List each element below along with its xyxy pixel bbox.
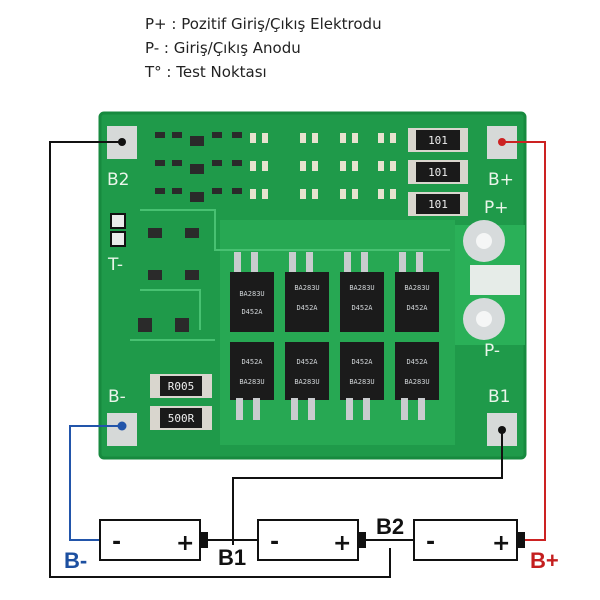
mosfet-top-1-label: BA283U: [239, 290, 264, 298]
node-dot-b-minus: [117, 421, 127, 431]
label-pad-t-minus: T-: [107, 255, 123, 275]
battery-cell-3: - +: [413, 519, 525, 561]
mosfet-top-4: BA283U D452A: [395, 252, 439, 332]
mosfet-bottom-2-sub: D452A: [296, 358, 318, 366]
battery-cell-2-plus: +: [333, 531, 351, 556]
battery-cell-2: - +: [257, 519, 366, 561]
mosfet-bottom-4-label: BA283U: [404, 378, 429, 386]
mosfet-bottom-3-label: BA283U: [349, 378, 374, 386]
shunt-resistor-1: 101: [408, 128, 468, 152]
battery-cell-1: - +: [99, 519, 208, 561]
mosfet-bottom-row: D452A BA283U D452A BA283U D452A BA283U D…: [230, 342, 439, 420]
battery-cell-3-plus: +: [492, 531, 510, 556]
mosfet-top-2-label: BA283U: [294, 284, 319, 292]
battery-cell-2-minus: -: [270, 530, 279, 555]
battery-cell-1-minus: -: [112, 530, 121, 555]
trace-top: [140, 209, 450, 251]
copper-exposed-strip: [470, 265, 520, 295]
mosfet-bottom-3: D452A BA283U: [340, 342, 384, 420]
shunt-resistor-1-label: 101: [428, 134, 448, 147]
shunt-resistor-2-label: 101: [428, 166, 448, 179]
mosfet-top-3: BA283U D452A: [340, 252, 384, 332]
mosfet-top-1-sub: D452A: [241, 308, 263, 316]
p-plus-hole-center: [476, 233, 492, 249]
p-minus-hole-center: [476, 311, 492, 327]
wires: [49, 141, 546, 578]
node-dot-b-plus: [498, 138, 506, 146]
mosfet-bottom-3-sub: D452A: [351, 358, 373, 366]
label-pad-p-plus: P+: [484, 198, 509, 218]
shunt-resistor-3: 101: [408, 192, 468, 216]
wire-b2: [49, 141, 391, 578]
legend-line-p-plus: P+ : Pozitif Giriş/Çıkış Elektrodu: [145, 15, 382, 33]
mosfet-top-3-label: BA283U: [349, 284, 374, 292]
mosfet-top-row: BA283U D452A BA283U D452A BA283U D452A B…: [230, 252, 439, 332]
shunt-resistor-3-label: 101: [428, 198, 448, 211]
mosfet-bottom-2-label: BA283U: [294, 378, 319, 386]
test-point-pad-1: [110, 213, 126, 229]
node-label-b-minus: B-: [64, 548, 87, 573]
mosfet-top-4-sub: D452A: [406, 304, 428, 312]
sense-resistor-r005: R005: [150, 374, 212, 398]
label-pad-b-plus: B+: [488, 170, 514, 190]
label-pad-b1: B1: [488, 387, 510, 407]
legend-line-p-minus: P- : Giriş/Çıkış Anodu: [145, 39, 301, 57]
battery-cell-3-minus: -: [426, 530, 435, 555]
wire-b-plus: [502, 141, 546, 541]
sense-resistor-r005-label: R005: [168, 380, 195, 393]
legend: P+ : Pozitif Giriş/Çıkış Elektrodu P- : …: [145, 12, 465, 84]
node-label-b-plus: B+: [530, 548, 559, 573]
node-dot-b1: [498, 426, 506, 434]
smd-rows: [138, 132, 396, 332]
mosfet-top-2: BA283U D452A: [285, 252, 329, 332]
mosfet-bottom-4: D452A BA283U: [395, 342, 439, 420]
sense-resistor-500r-label: 500R: [168, 412, 195, 425]
mosfet-bottom-1: D452A BA283U: [230, 342, 274, 420]
mosfet-bottom-1-sub: D452A: [241, 358, 263, 366]
shunt-resistor-2: 101: [408, 160, 468, 184]
mosfet-top-4-label: BA283U: [404, 284, 429, 292]
mosfet-bottom-4-sub: D452A: [406, 358, 428, 366]
wire-b-minus: [69, 425, 122, 541]
label-pad-b-minus: B-: [108, 387, 126, 407]
mosfet-bottom-2: D452A BA283U: [285, 342, 329, 420]
mosfet-top-1: BA283U D452A: [230, 252, 274, 332]
mosfet-bottom-1-label: BA283U: [239, 378, 264, 386]
node-label-b1: B1: [218, 545, 246, 570]
wire-b1: [232, 430, 503, 545]
test-point-pad-2: [110, 231, 126, 247]
battery-cell-1-plus: +: [176, 531, 194, 556]
node-dot-b2: [118, 138, 126, 146]
label-pad-b2: B2: [107, 170, 129, 190]
legend-line-test-point: T° : Test Noktası: [145, 63, 267, 81]
mosfet-top-2-sub: D452A: [296, 304, 318, 312]
sense-resistor-500r: 500R: [150, 406, 212, 430]
label-pad-p-minus: P-: [484, 341, 500, 361]
trace-left: [140, 289, 201, 330]
node-label-b2: B2: [376, 514, 404, 539]
mosfet-top-3-sub: D452A: [351, 304, 373, 312]
